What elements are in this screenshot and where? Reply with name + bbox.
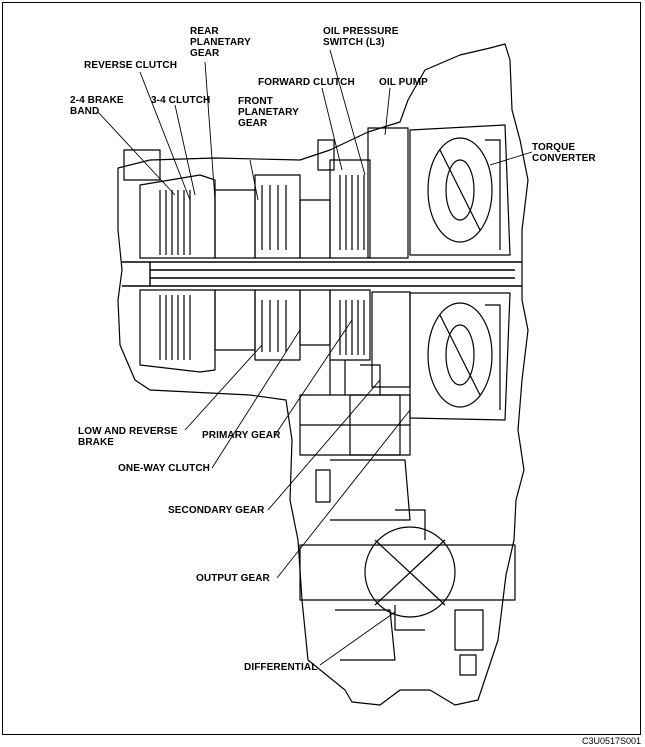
label-output-gear: OUTPUT GEAR: [196, 573, 270, 584]
figure-code: C3U0517S001: [581, 736, 641, 746]
leader-lines: [97, 49, 533, 666]
differential-shape: [299, 509, 516, 676]
torque-converter-shape: [409, 124, 511, 421]
label-2-4-brake-band: 2-4 BRAKE BAND: [70, 95, 124, 117]
label-differential: DIFFERENTIAL: [244, 662, 318, 673]
transfer-gears: [299, 360, 411, 521]
figure-frame: [2, 2, 641, 735]
label-secondary-gear: SECONDARY GEAR: [168, 505, 265, 516]
label-oil-pressure-switch: OIL PRESSURE SWITCH (L3): [323, 26, 399, 48]
clutch-packs: [123, 149, 331, 373]
label-3-4-clutch: 3-4 CLUTCH: [151, 95, 211, 106]
case-outline: [117, 43, 529, 706]
label-front-planetary-gear: FRONT PLANETARY GEAR: [238, 96, 299, 129]
label-torque-converter: TORQUE CONVERTER: [532, 142, 596, 164]
label-one-way-clutch: ONE-WAY CLUTCH: [118, 463, 210, 474]
label-reverse-clutch: REVERSE CLUTCH: [84, 60, 178, 71]
label-forward-clutch: FORWARD CLUTCH: [258, 77, 355, 88]
label-rear-planetary-gear: REAR PLANETARY GEAR: [190, 26, 251, 59]
label-oil-pump: OIL PUMP: [379, 77, 428, 88]
label-low-reverse-brake: LOW AND REVERSE BRAKE: [78, 426, 178, 448]
main-shaft: [122, 261, 522, 287]
pump-and-forward-clutch: [317, 127, 411, 388]
label-primary-gear: PRIMARY GEAR: [202, 430, 281, 441]
